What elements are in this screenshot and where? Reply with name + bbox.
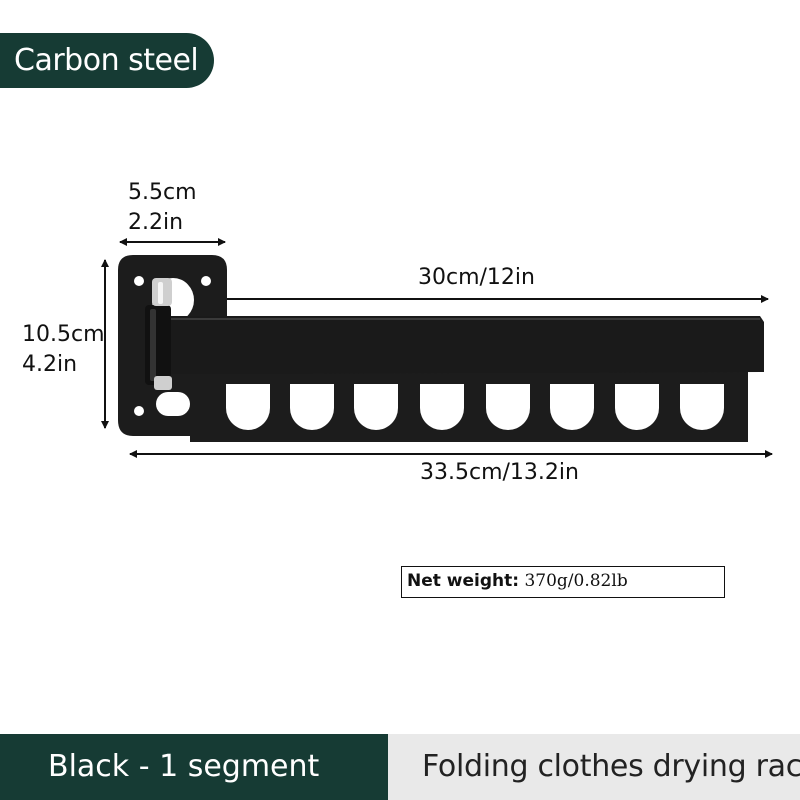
hanger-slot — [550, 384, 594, 430]
plate-width-cm-label: 5.5cm — [128, 180, 197, 205]
hanger-slot — [486, 384, 530, 430]
hanger-slot — [226, 384, 270, 430]
hanger-slot — [680, 384, 724, 430]
plate-lower-cutout — [156, 392, 190, 416]
net-weight-box: Net weight: 370g/0.82lb — [401, 566, 725, 598]
plate-width-in-label: 2.2in — [128, 210, 184, 235]
rack-arm — [165, 316, 764, 374]
hanger-slot — [420, 384, 464, 430]
hanger-slot — [615, 384, 659, 430]
plate-height-in-label: 4.2in — [22, 352, 78, 377]
hanger-slots — [226, 384, 724, 430]
net-weight-label: Net weight: — [407, 571, 520, 591]
product-name-label: Folding clothes drying rack — [388, 734, 800, 800]
plate-height-cm-label: 10.5cm — [22, 322, 105, 347]
hinge-barrel-sheen — [150, 309, 156, 381]
total-length-label: 33.5cm/13.2in — [420, 460, 579, 485]
hinge-pin-shine — [158, 282, 163, 304]
hinge-pin-bottom — [154, 376, 172, 390]
screw-hole-top-left — [134, 276, 144, 286]
hinge-barrel — [145, 305, 171, 385]
material-badge: Carbon steel — [0, 33, 214, 88]
screw-hole-top-right — [201, 276, 211, 286]
arm-length-label: 30cm/12in — [418, 265, 535, 290]
slotted-hanger-bar — [190, 370, 748, 442]
hanger-slot — [354, 384, 398, 430]
net-weight-value: 370g/0.82lb — [524, 571, 628, 591]
variant-label: Black - 1 segment — [0, 734, 388, 800]
screw-hole-bottom-left — [134, 406, 144, 416]
hanger-slot — [290, 384, 334, 430]
